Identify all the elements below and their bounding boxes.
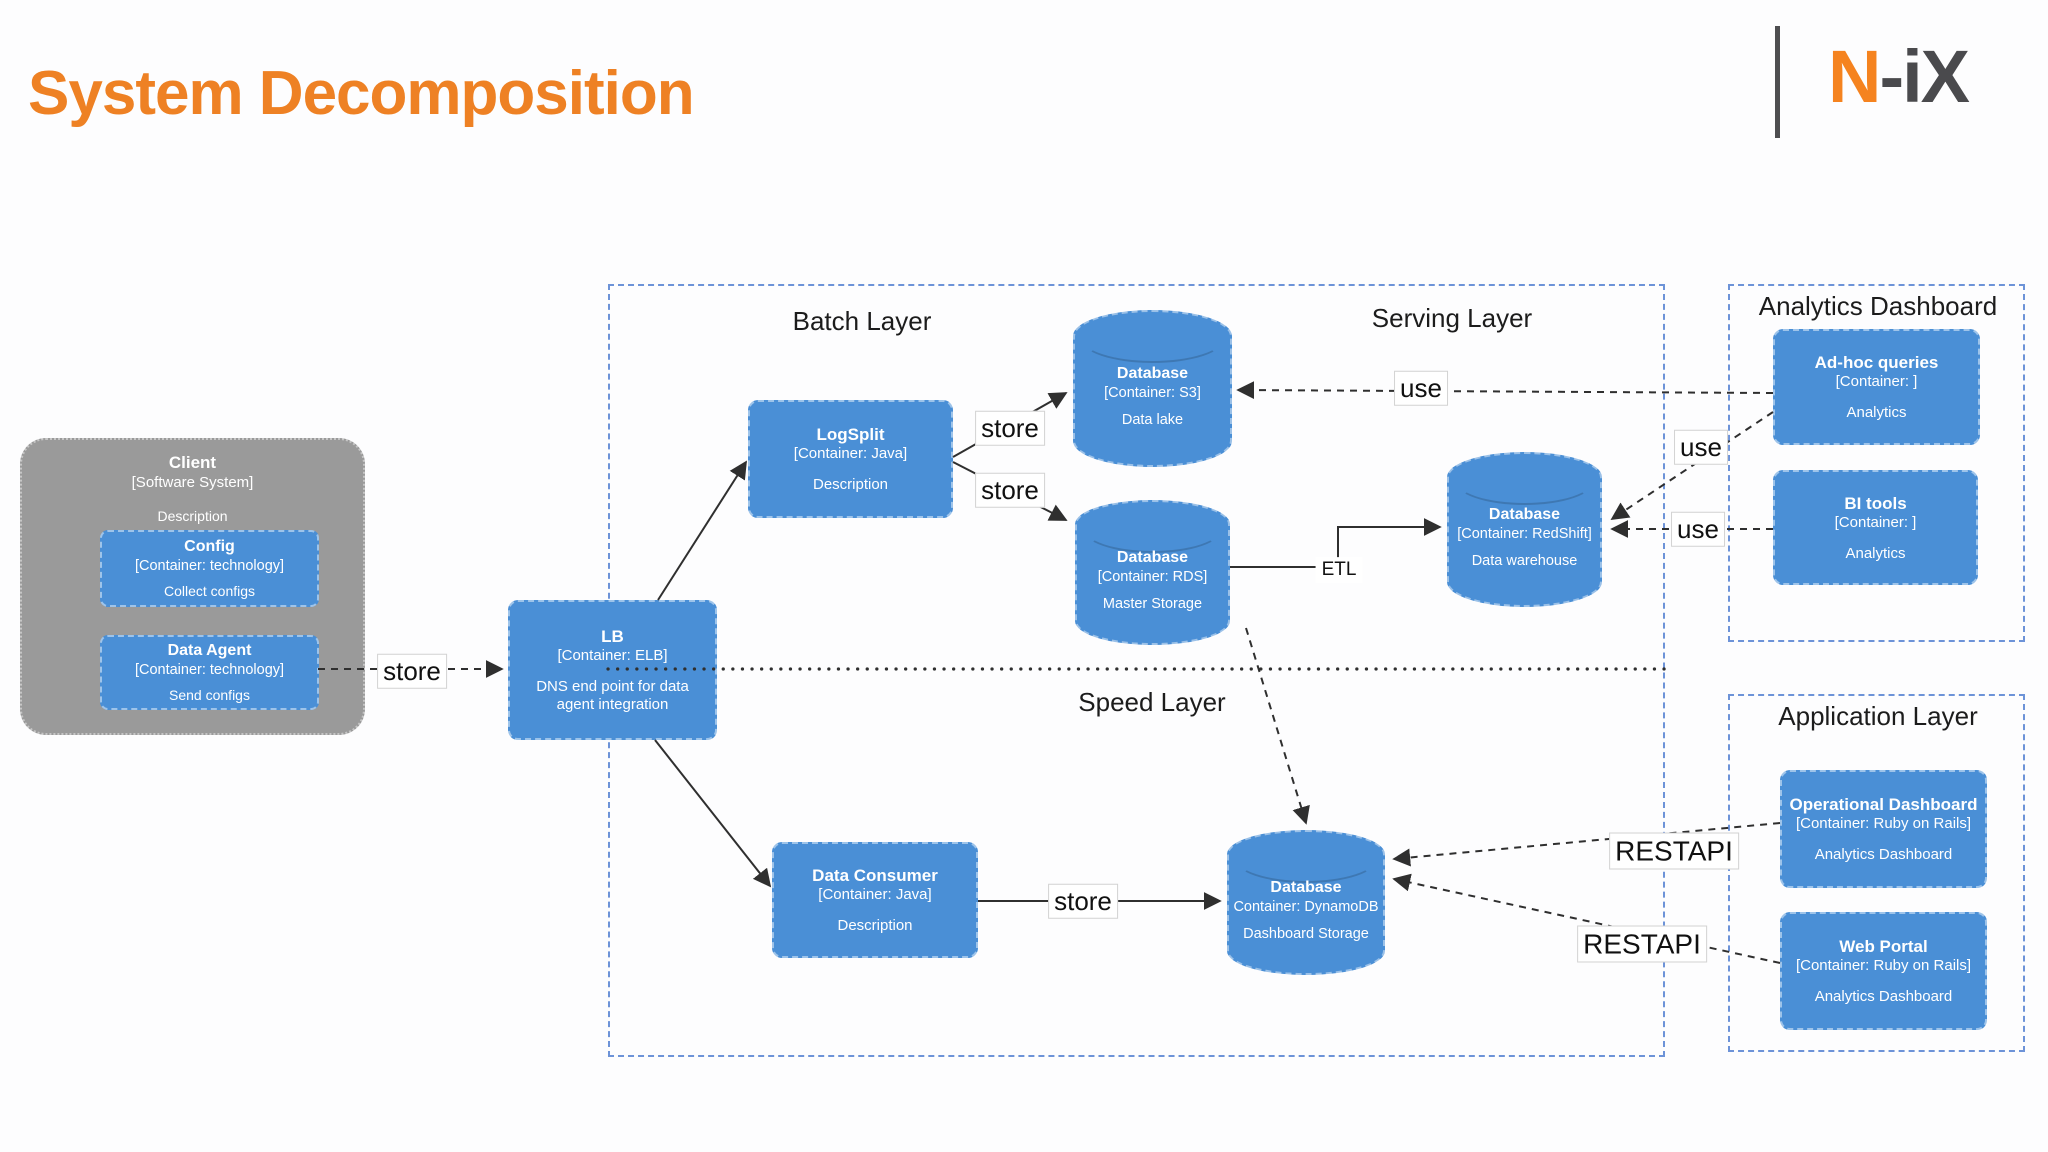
- logo-rest: -iX: [1879, 35, 1970, 118]
- node-description: Send configs: [169, 687, 250, 704]
- node-subtitle: [Container: technology]: [134, 558, 285, 575]
- data-agent-container-node: Data Agent [Container: technology] Send …: [100, 635, 319, 710]
- speed-layer-label: Speed Layer: [1078, 687, 1226, 717]
- node-subtitle: [Container: Ruby on Rails]: [1795, 957, 1972, 975]
- node-subtitle: [Container: technology]: [134, 662, 285, 679]
- company-logo: N-iX: [1828, 34, 1970, 119]
- node-subtitle: Container: DynamoDB: [1233, 898, 1379, 915]
- client-title: Client: [168, 453, 217, 472]
- client-subtitle: [Software System]: [131, 474, 254, 492]
- node-description: Data lake: [1121, 411, 1184, 428]
- node-title: Database: [1116, 548, 1189, 566]
- application-layer-label: Application Layer: [1778, 701, 1978, 731]
- database-redshift-cylinder: Database [Container: RedShift] Data ware…: [1447, 452, 1602, 607]
- database-s3-cylinder: Database [Container: S3] Data lake: [1073, 310, 1232, 467]
- cylinder-rim: [1079, 313, 1226, 363]
- node-title: Data Consumer: [812, 866, 938, 885]
- batch-layer-label: Batch Layer: [792, 306, 932, 336]
- lb-node: LB [Container: ELB] DNS end point for da…: [508, 600, 717, 740]
- node-description: Description: [837, 917, 913, 934]
- node-subtitle: [Container: ELB]: [557, 647, 668, 665]
- cylinder-rim: [1233, 833, 1379, 883]
- edge-label-restapi-operational: RESTAPI: [1609, 832, 1739, 870]
- node-subtitle: [Container: Java]: [793, 445, 908, 463]
- node-title: Database: [1116, 364, 1189, 382]
- client-description: Description: [157, 508, 228, 525]
- page-title: System Decomposition: [28, 59, 695, 128]
- node-description: Collect configs: [163, 583, 256, 600]
- config-container-node: Config [Container: technology] Collect c…: [100, 530, 319, 607]
- node-title: Web Portal: [1839, 937, 1928, 956]
- adhoc-queries-node: Ad-hoc queries [Container: ] Analytics: [1773, 329, 1980, 445]
- cylinder-rim: [1081, 503, 1224, 553]
- cylinder-rim: [1453, 455, 1596, 505]
- edge-label-restapi-webportal: RESTAPI: [1577, 925, 1707, 963]
- edge-label-etl: ETL: [1315, 557, 1363, 583]
- edge-label-use-adhoc-redshift: use: [1674, 429, 1728, 465]
- node-title: Operational Dashboard: [1789, 795, 1978, 814]
- node-title: LB: [601, 627, 624, 646]
- data-consumer-node: Data Consumer [Container: Java] Descript…: [772, 842, 978, 958]
- node-description: Description: [812, 476, 889, 493]
- node-description: Analytics Dashboard: [1814, 846, 1953, 863]
- node-description: DNS end point for data agent integration: [536, 678, 689, 713]
- node-subtitle: [Container: RDS]: [1097, 568, 1208, 585]
- node-subtitle: [Container: Java]: [818, 886, 932, 904]
- node-description: Data warehouse: [1471, 552, 1578, 569]
- node-title: Config: [184, 538, 235, 556]
- application-layer-container: [1728, 694, 2025, 1052]
- node-title: Database: [1270, 878, 1342, 896]
- node-subtitle: [Container: ]: [1835, 373, 1918, 391]
- logo-divider: [1775, 26, 1780, 138]
- database-rds-cylinder: Database [Container: RDS] Master Storage: [1075, 500, 1230, 645]
- node-subtitle: [Container: Ruby on Rails]: [1795, 815, 1972, 833]
- logsplit-node: LogSplit [Container: Java] Description: [748, 400, 953, 518]
- database-dynamodb-cylinder: Database Container: DynamoDB Dashboard S…: [1227, 830, 1385, 975]
- bi-tools-node: BI tools [Container: ] Analytics: [1773, 470, 1978, 585]
- node-description: Analytics: [1846, 404, 1907, 421]
- edge-label-store-consumer-dynamodb: store: [1048, 883, 1118, 919]
- node-description: Analytics Dashboard: [1814, 988, 1953, 1005]
- node-title: Data Agent: [167, 642, 252, 660]
- node-title: LogSplit: [816, 425, 885, 444]
- logo-accent-letter: N: [1828, 35, 1881, 118]
- node-subtitle: [Container: ]: [1834, 513, 1917, 531]
- node-subtitle: [Container: S3]: [1104, 384, 1201, 401]
- node-title: Ad-hoc queries: [1814, 353, 1939, 372]
- serving-layer-label: Serving Layer: [1371, 303, 1533, 333]
- web-portal-node: Web Portal [Container: Ruby on Rails] An…: [1780, 912, 1987, 1030]
- edge-label-use-bitools-redshift: use: [1671, 511, 1725, 547]
- node-title: BI tools: [1844, 493, 1907, 513]
- edge-label-store-client-lb: store: [377, 653, 447, 689]
- node-description: Dashboard Storage: [1243, 925, 1369, 942]
- analytics-dashboard-label: Analytics Dashboard: [1758, 291, 1998, 321]
- client-system: Client [Software System] Description Con…: [20, 438, 365, 735]
- edge-label-store-logsplit-s3: store: [975, 410, 1045, 446]
- node-subtitle: [Container: RedShift]: [1457, 525, 1592, 542]
- node-title: Database: [1488, 505, 1561, 523]
- edge-label-use-adhoc-s3: use: [1394, 370, 1448, 406]
- node-description: Master Storage: [1102, 595, 1203, 612]
- node-description: Analytics: [1845, 544, 1906, 562]
- operational-dashboard-node: Operational Dashboard [Container: Ruby o…: [1780, 770, 1987, 888]
- edge-label-store-logsplit-rds: store: [975, 472, 1045, 508]
